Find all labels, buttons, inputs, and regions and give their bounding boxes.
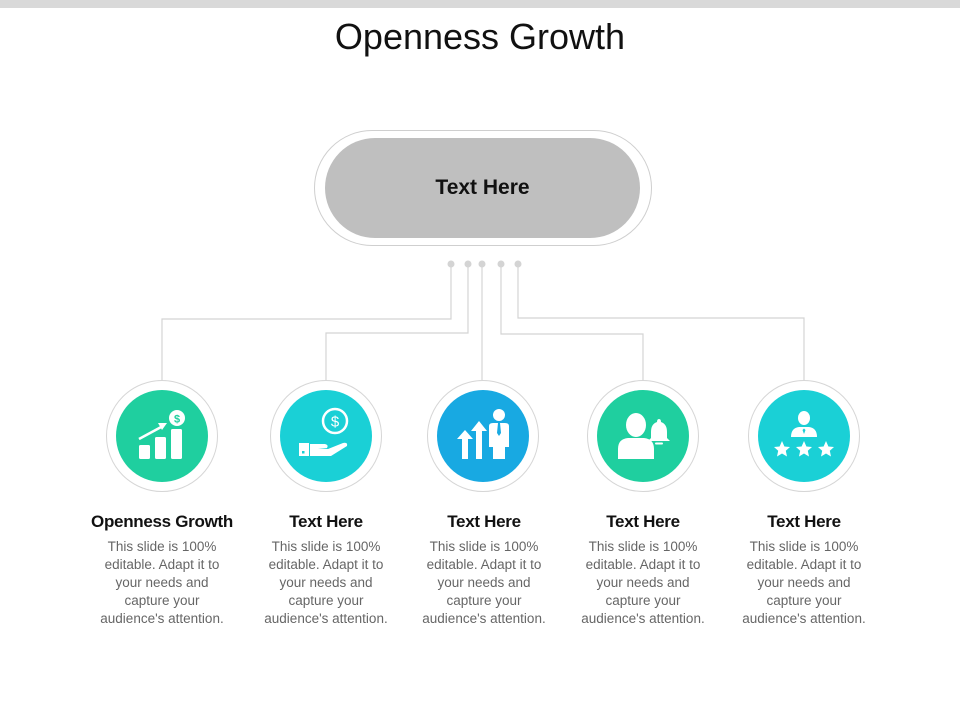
node-3[interactable] <box>427 380 539 492</box>
item-heading: Text Here <box>289 512 363 531</box>
item-card-2: Text Here This slide is 100% editable. A… <box>241 512 411 628</box>
svg-text:$: $ <box>331 414 340 431</box>
central-node[interactable]: Text Here <box>325 138 640 238</box>
node-1[interactable]: $ <box>106 380 218 492</box>
node-2[interactable]: $ <box>270 380 382 492</box>
item-body: This slide is 100% editable. Adapt it to… <box>742 539 866 626</box>
user-bell-icon <box>597 390 689 482</box>
item-heading: Text Here <box>447 512 521 531</box>
item-body: This slide is 100% editable. Adapt it to… <box>422 539 546 626</box>
businessman-arrows-icon <box>437 390 529 482</box>
svg-text:$: $ <box>174 414 180 426</box>
growth-chart-dollar-icon: $ <box>116 390 208 482</box>
item-heading: Text Here <box>767 512 841 531</box>
node-5[interactable] <box>748 380 860 492</box>
central-node-outline <box>314 130 652 246</box>
item-card-5: Text Here This slide is 100% editable. A… <box>719 512 889 628</box>
item-body: This slide is 100% editable. Adapt it to… <box>264 539 388 626</box>
slide-title: Openness Growth <box>334 16 626 57</box>
item-card-1: Openness Growth This slide is 100% edita… <box>77 512 247 628</box>
hand-coin-icon: $ <box>280 390 372 482</box>
item-heading: Text Here <box>606 512 680 531</box>
top-bar <box>0 0 960 8</box>
user-stars-icon <box>758 390 850 482</box>
item-card-4: Text Here This slide is 100% editable. A… <box>558 512 728 628</box>
item-body: This slide is 100% editable. Adapt it to… <box>581 539 705 626</box>
item-heading: Openness Growth <box>91 512 233 531</box>
item-card-3: Text Here This slide is 100% editable. A… <box>399 512 569 628</box>
item-body: This slide is 100% editable. Adapt it to… <box>100 539 224 626</box>
node-4[interactable] <box>587 380 699 492</box>
